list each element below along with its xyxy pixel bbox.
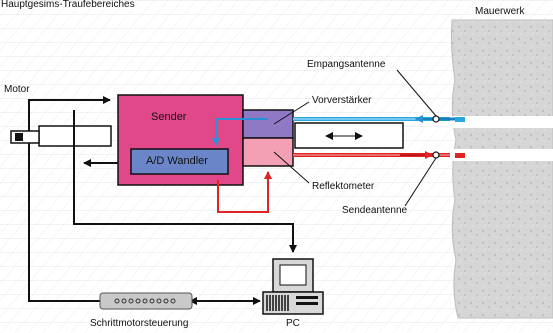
vorverstaerker-block <box>242 109 294 139</box>
motor-shaft <box>15 133 23 141</box>
transmit-antenna-leader <box>404 157 437 207</box>
lower-borehole <box>448 149 553 161</box>
empfangsantenne-label: Empangsantenne <box>307 59 386 70</box>
pc-screen <box>279 264 307 286</box>
pc-computer <box>262 258 324 315</box>
reflectometer-feedback-arrow <box>217 171 272 213</box>
stepper-controller <box>99 292 193 310</box>
mauerwerk-label: Mauerwerk <box>475 6 525 17</box>
motor-to-sender-arrow <box>28 96 111 131</box>
ad-wandler-block <box>130 148 229 175</box>
sendeantenne-label: Sendeantenne <box>342 205 408 216</box>
motor-label: Motor <box>4 84 30 95</box>
reflektometer-leader <box>273 151 310 184</box>
upper-borehole <box>448 116 553 128</box>
pc-label: PC <box>286 318 300 329</box>
receive-antenna-leader <box>396 69 437 117</box>
reflektometer-label: Reflektometer <box>312 181 375 192</box>
transmit-antenna-tip <box>455 153 465 158</box>
internal-signal-arrow <box>212 118 268 146</box>
receive-antenna-tip <box>455 117 465 122</box>
sender-label: Sender <box>151 111 187 123</box>
stepper-controller-leds <box>114 298 176 304</box>
receive-antenna-point <box>432 115 440 123</box>
vorverstaerker-label: Vorverstärker <box>312 95 372 106</box>
guide-rail-right <box>294 122 404 149</box>
vorverstaerker-leader <box>273 101 310 125</box>
page-title: Hauptgesims-Traufebereiches <box>1 0 135 10</box>
data-to-pc-arrow <box>73 110 297 253</box>
transmit-antenna-point <box>432 151 440 159</box>
masonry-wall <box>450 19 553 319</box>
ad-wandler-label: A/D Wandler <box>146 155 208 167</box>
motor-control-line <box>28 143 100 302</box>
schrittmotorsteuerung-label: Schrittmotorsteuerung <box>90 318 189 329</box>
